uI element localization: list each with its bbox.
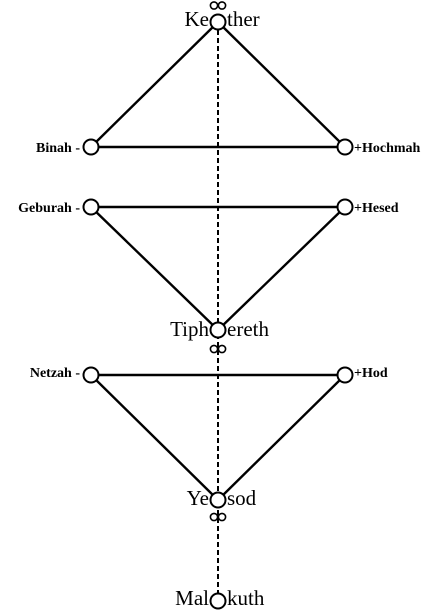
label-tiphereth-left: Tiph: [170, 317, 209, 341]
label-yesod-left: Ye: [187, 486, 209, 510]
label-netzah: Netzah -: [30, 366, 80, 381]
label-yesod-right: sod: [227, 486, 257, 510]
infinity-icon-kether: [209, 1, 227, 10]
infinity-icon-yesod: [209, 512, 227, 522]
edge-geburah-tiphereth: [90, 206, 219, 331]
edge-kether-binah: [90, 21, 219, 148]
label-geburah: Geburah -: [18, 201, 80, 216]
label-malkuth-left: Mal: [175, 586, 209, 610]
edge-hesed-tiphereth: [217, 206, 346, 331]
label-binah: Binah -: [36, 141, 80, 156]
node-yesod: [209, 491, 227, 509]
label-hod: +Hod: [354, 366, 388, 381]
label-hesed: +Hesed: [354, 201, 399, 216]
node-binah: [82, 138, 100, 156]
label-kether-right: ther: [227, 7, 260, 31]
node-hod: [336, 366, 354, 384]
label-tiphereth-right: ereth: [227, 317, 269, 341]
label-kether-left: Ke: [185, 7, 210, 31]
node-malkuth: [209, 592, 227, 610]
infinity-icon-tiphereth: [209, 344, 227, 354]
node-netzah: [82, 366, 100, 384]
node-geburah: [82, 198, 100, 216]
label-malkuth-right: kuth: [227, 586, 265, 610]
edge-hod-yesod: [217, 374, 346, 501]
label-hochmah: +Hochmah: [354, 141, 421, 156]
node-hochmah: [336, 138, 354, 156]
node-tiphereth: [209, 321, 227, 339]
node-hesed: [336, 198, 354, 216]
edge-netzah-yesod: [90, 374, 219, 501]
node-kether: [209, 13, 227, 31]
edge-kether-hochmah: [217, 21, 346, 148]
